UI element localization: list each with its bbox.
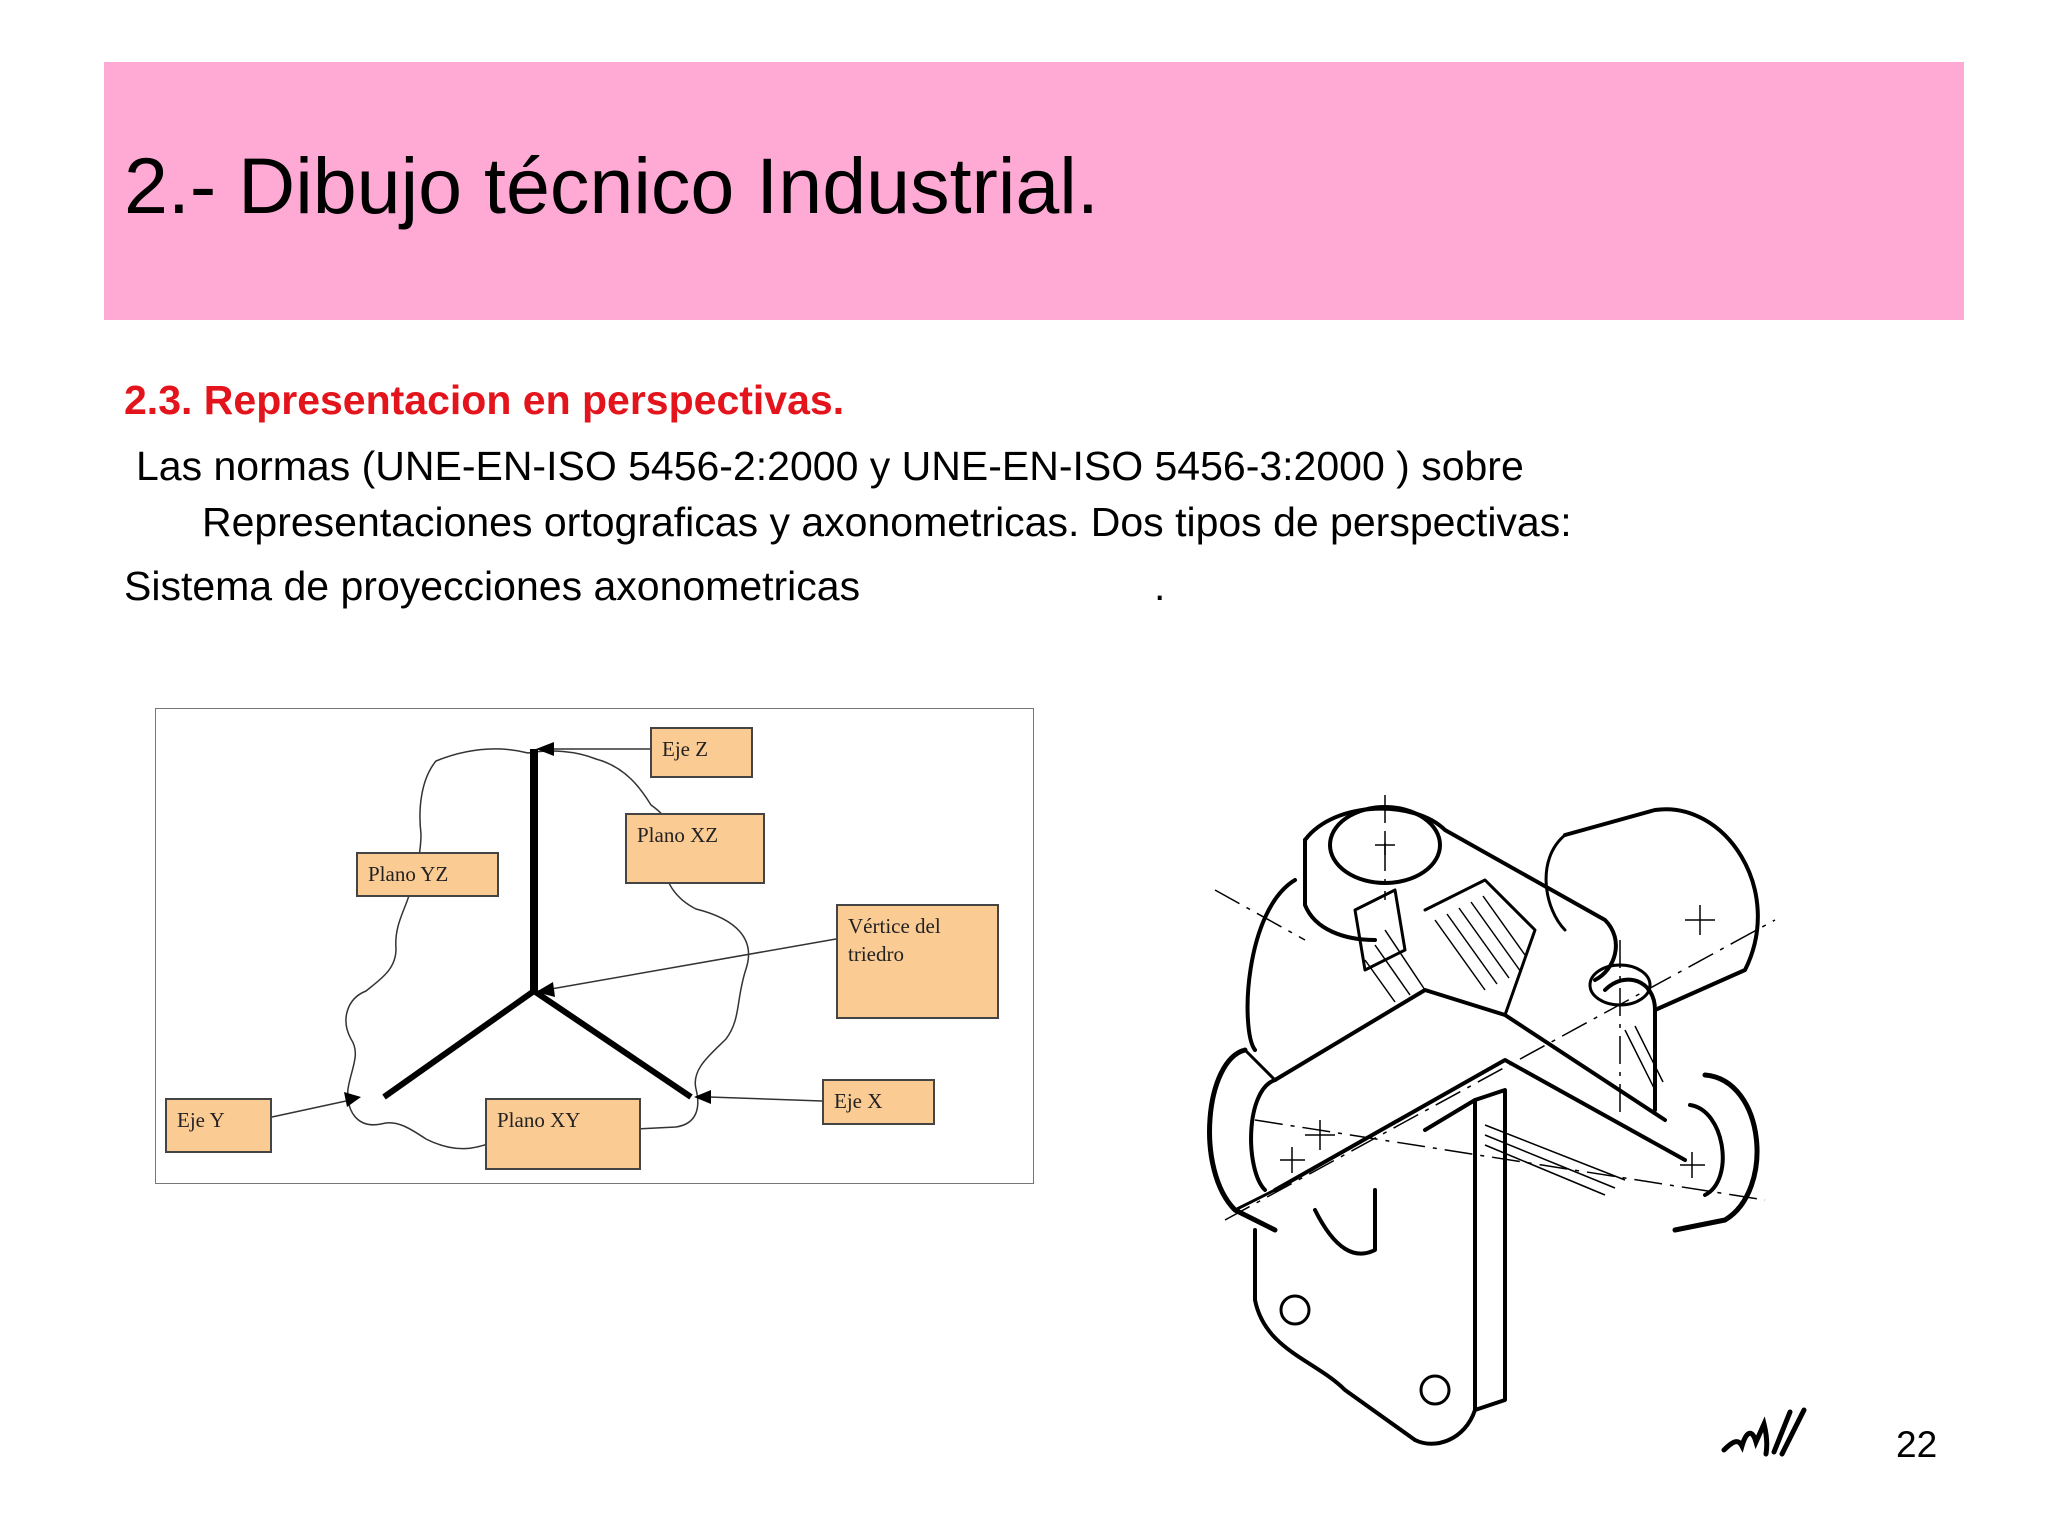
- body-line-1: Las normas (UNE-EN-ISO 5456-2:2000 y UNE…: [136, 443, 1524, 489]
- axis-x: [532, 988, 693, 1100]
- label-plano-yz: Plano YZ: [356, 852, 499, 897]
- label-plano-xz: Plano XZ: [625, 813, 765, 884]
- trihedron-diagram: Eje Z Plano XZ Plano YZ Vértice del trie…: [155, 708, 1034, 1184]
- label-eje-x: Eje X: [822, 1079, 935, 1125]
- trihedron-drawing: [271, 742, 837, 1150]
- signature-mark: [1721, 1407, 1807, 1457]
- trailing-dot: .: [1154, 563, 1166, 609]
- body-line-3: Sistema de proyecciones axonometricas: [124, 563, 861, 609]
- isometric-part-drawing: [1207, 795, 1776, 1446]
- label-eje-z: Eje Z: [650, 727, 753, 778]
- section-subtitle: 2.3. Representacion en perspectivas.: [124, 377, 845, 423]
- title-bar: [104, 62, 1964, 320]
- slide-title: 2.- Dibujo técnico Industrial.: [124, 141, 1099, 230]
- page-number: 22: [1896, 1424, 1938, 1465]
- label-eje-y: Eje Y: [165, 1098, 272, 1153]
- body-line-2: Representaciones ortograficas y axonomet…: [202, 499, 1572, 545]
- label-plano-xy: Plano XY: [485, 1098, 641, 1170]
- plane-outline: [345, 748, 750, 1150]
- axis-y: [382, 988, 536, 1100]
- label-vertice: Vértice del triedro: [836, 904, 999, 1019]
